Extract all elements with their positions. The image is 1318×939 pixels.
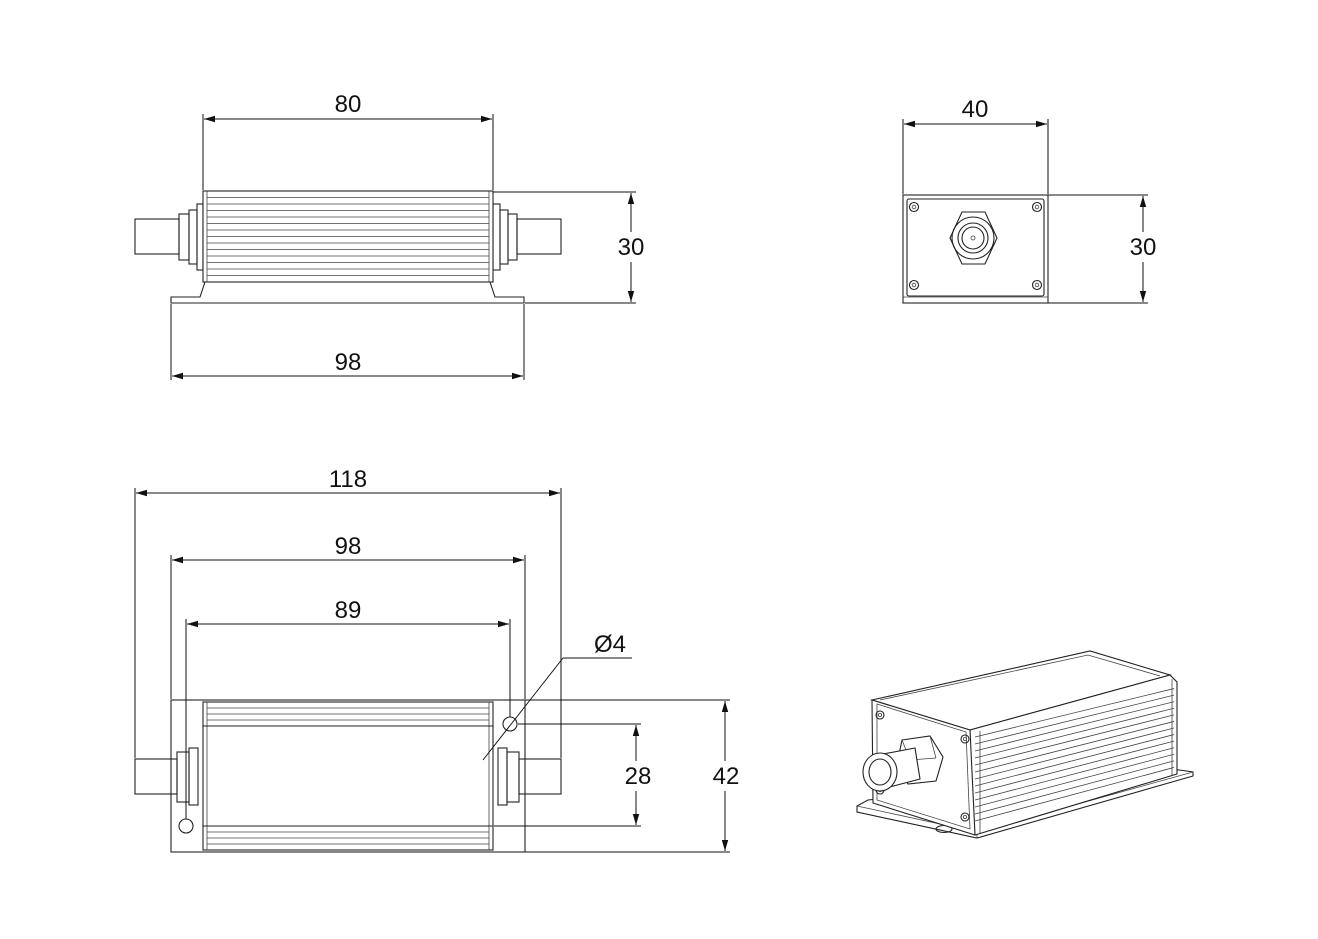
dim-top-width: 42 bbox=[713, 763, 740, 790]
dim-top-base: 98 bbox=[335, 533, 362, 560]
hole-diameter-callout: Ø4 bbox=[482, 631, 632, 761]
top-hole-offset-dimension: 28 bbox=[494, 723, 654, 827]
side-base-dimension: 98 bbox=[170, 304, 525, 380]
end-height-dimension: 30 bbox=[1048, 194, 1160, 304]
mounting-hole-icon bbox=[178, 818, 194, 834]
dim-side-length: 80 bbox=[335, 91, 362, 118]
top-view bbox=[134, 699, 562, 853]
dim-top-hole-offset: 28 bbox=[625, 763, 652, 790]
dim-end-height: 30 bbox=[1130, 234, 1157, 261]
dim-side-base: 98 bbox=[335, 349, 362, 376]
end-width-dimension: 40 bbox=[902, 96, 1049, 194]
side-length-dimension: 80 bbox=[202, 91, 494, 190]
dim-hole-diameter: Ø4 bbox=[594, 631, 626, 658]
isometric-view bbox=[856, 650, 1194, 839]
dim-end-width: 40 bbox=[962, 96, 989, 123]
end-view bbox=[902, 194, 1049, 304]
dim-side-height: 30 bbox=[618, 234, 645, 261]
top-overall-dimension: 118 bbox=[134, 466, 562, 758]
top-width-dimension: 42 bbox=[525, 699, 744, 853]
top-hole-spacing-dimension: 89 bbox=[185, 597, 511, 819]
top-base-dimension: 98 bbox=[170, 533, 526, 699]
connector-nut-icon bbox=[949, 211, 998, 265]
side-view bbox=[134, 190, 562, 304]
dim-top-overall: 118 bbox=[329, 466, 367, 493]
side-height-dimension: 30 bbox=[493, 191, 648, 304]
dim-top-hole-spacing: 89 bbox=[335, 597, 362, 624]
